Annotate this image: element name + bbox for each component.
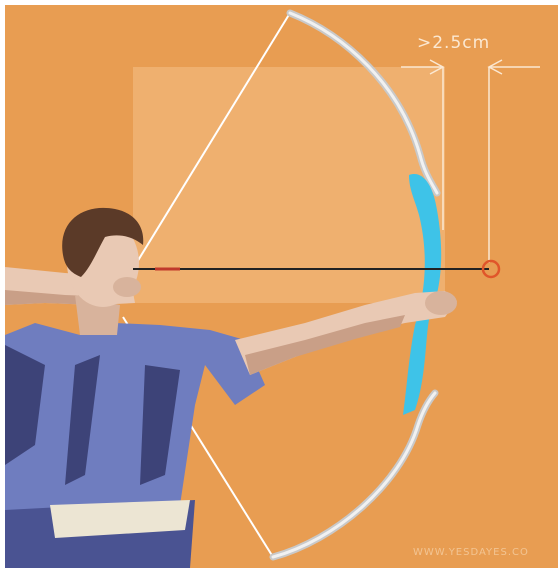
watermark: WWW.YESDAYES.CO xyxy=(413,547,529,558)
illustration-frame: >2.5cm WWW.YESDAYES.CO xyxy=(5,5,558,568)
measurement-label: >2.5cm xyxy=(417,33,490,53)
archery-illustration xyxy=(5,5,558,568)
